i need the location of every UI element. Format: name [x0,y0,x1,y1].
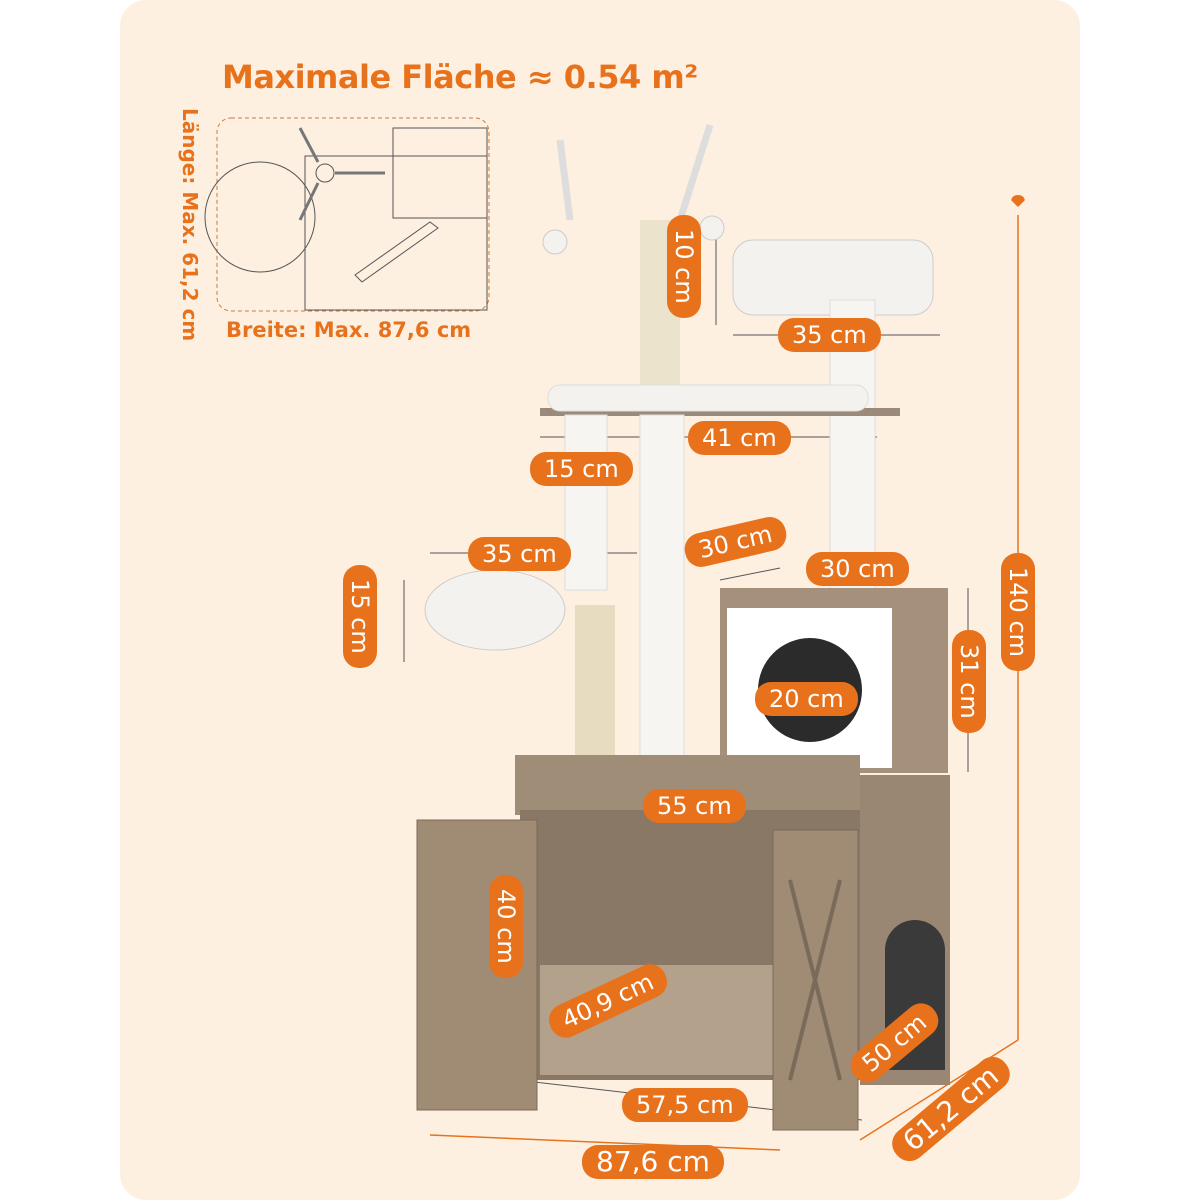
inset-length-label: Länge: Max. 61,2 cm [178,108,202,342]
cat-tree [416,123,950,1131]
dim-box-height: 31 cm [952,630,986,733]
dim-platform-width: 41 cm [688,421,791,455]
dim-box-top-width: 30 cm [806,552,909,586]
dim-total-width: 87,6 cm [582,1145,724,1179]
page-title: Maximale Fläche ≈ 0.54 m² [222,58,698,96]
dim-top-bed-width: 35 cm [778,318,881,352]
dim-cabinet-top: 55 cm [643,789,746,823]
dim-total-height: 140 cm [1001,553,1035,672]
dim-cabinet-inner-height: 40 cm [489,875,523,978]
dim-post-spacing: 15 cm [530,452,633,486]
dim-cabinet-inner-width: 57,5 cm [622,1088,748,1122]
dim-hammock-width: 35 cm [468,537,571,571]
dim-hole-diameter: 20 cm [755,682,858,716]
inset-width-label: Breite: Max. 87,6 cm [226,318,472,342]
dim-hammock-depth: 15 cm [343,565,377,668]
dim-post-top: 10 cm [667,215,701,318]
top-view-diagram [204,117,490,312]
